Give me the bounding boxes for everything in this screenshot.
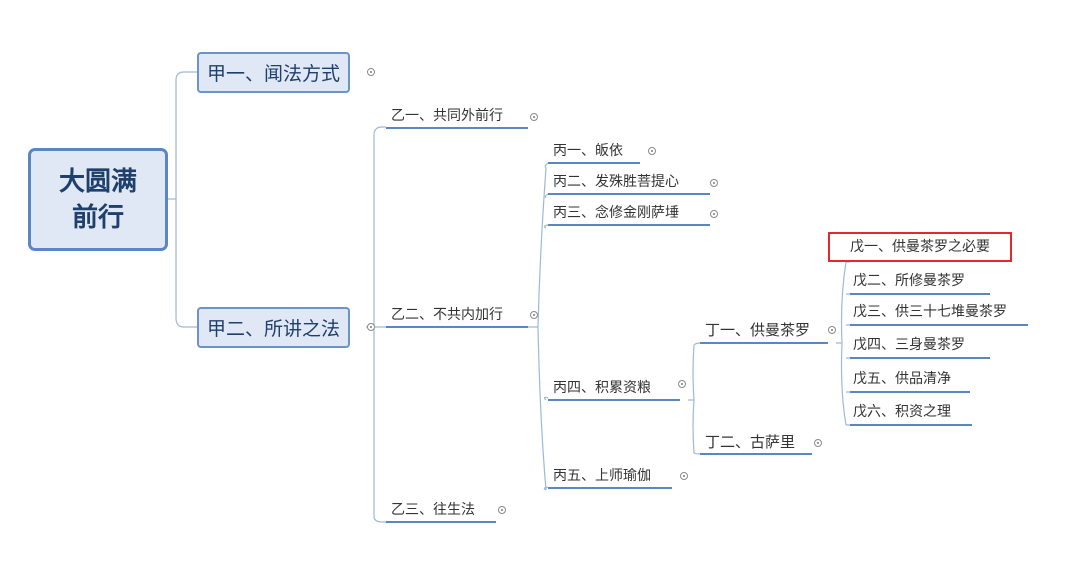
node-wu2-label: 戊二、所修曼茶罗 — [853, 273, 965, 289]
node-wu5[interactable]: 戊五、供品清净 — [850, 369, 954, 389]
node-wu1-highlighted[interactable]: 戊一、供曼茶罗之必要 — [828, 232, 1012, 262]
collapse-icon[interactable] — [530, 311, 538, 319]
node-bing1[interactable]: 丙一、皈依 — [550, 141, 626, 161]
root-title-line2: 前行 — [71, 202, 124, 233]
node-bing1-label: 丙一、皈依 — [553, 143, 623, 159]
node-wu5-label: 戊五、供品清净 — [853, 371, 951, 387]
expand-icon[interactable] — [710, 179, 718, 187]
expand-icon[interactable] — [680, 472, 688, 480]
expand-icon[interactable] — [710, 210, 718, 218]
node-jia1-label: 甲一、闻法方式 — [207, 63, 341, 85]
collapse-icon[interactable] — [678, 380, 686, 388]
node-jia2[interactable]: 甲二、所讲之法 — [197, 307, 351, 348]
node-bing3-label: 丙三、念修金刚萨埵 — [553, 205, 679, 221]
expand-icon[interactable] — [498, 506, 506, 514]
node-wu1-label: 戊一、供曼茶罗之必要 — [850, 239, 990, 255]
expand-icon[interactable] — [367, 68, 375, 76]
node-bing5[interactable]: 丙五、上师瑜伽 — [550, 466, 654, 486]
expand-icon[interactable] — [530, 113, 538, 121]
node-bing4-label: 丙四、积累资粮 — [553, 380, 651, 396]
node-ding1[interactable]: 丁一、供曼茶罗 — [702, 320, 813, 340]
node-wu3[interactable]: 戊三、供三十七堆曼茶罗 — [850, 302, 1010, 322]
connector-bing4-ding — [688, 342, 701, 455]
node-bing5-label: 丙五、上师瑜伽 — [553, 468, 651, 484]
node-ding2-label: 丁二、古萨里 — [705, 433, 796, 451]
node-bing2-label: 丙二、发殊胜菩提心 — [553, 174, 679, 190]
collapse-icon[interactable] — [367, 323, 375, 331]
node-yi2[interactable]: 乙二、不共内加行 — [388, 305, 506, 325]
node-yi3-label: 乙三、往生法 — [391, 502, 475, 518]
node-wu2[interactable]: 戊二、所修曼茶罗 — [850, 271, 968, 291]
node-wu4-label: 戊四、三身曼茶罗 — [853, 337, 965, 353]
connector-yi2-bing — [528, 167, 547, 491]
connector-ding1-wu — [836, 261, 850, 426]
expand-icon[interactable] — [648, 147, 656, 155]
node-ding1-label: 丁一、供曼茶罗 — [705, 321, 811, 339]
node-jia1[interactable]: 甲一、闻法方式 — [197, 52, 351, 93]
connector-bing-stubs — [543, 162, 549, 491]
node-bing4[interactable]: 丙四、积累资粮 — [550, 378, 654, 398]
node-wu6[interactable]: 戊六、积资之理 — [850, 402, 954, 422]
node-ding2[interactable]: 丁二、古萨里 — [702, 432, 798, 452]
node-bing3[interactable]: 丙三、念修金刚萨埵 — [550, 203, 682, 223]
node-jia2-label: 甲二、所讲之法 — [207, 318, 341, 340]
node-yi2-label: 乙二、不共内加行 — [391, 307, 503, 323]
root-node[interactable]: 大圆满 前行 — [28, 148, 168, 251]
connector-root-jia — [168, 71, 197, 328]
root-title-line1: 大圆满 — [58, 166, 137, 197]
node-bing2[interactable]: 丙二、发殊胜菩提心 — [550, 172, 682, 192]
expand-icon[interactable] — [814, 439, 822, 447]
node-wu6-label: 戊六、积资之理 — [853, 404, 951, 420]
node-yi1[interactable]: 乙一、共同外前行 — [388, 106, 506, 126]
node-yi1-label: 乙一、共同外前行 — [391, 108, 503, 124]
node-yi3[interactable]: 乙三、往生法 — [388, 500, 478, 520]
node-wu4[interactable]: 戊四、三身曼茶罗 — [850, 335, 968, 355]
node-wu3-label: 戊三、供三十七堆曼茶罗 — [853, 304, 1007, 320]
collapse-icon[interactable] — [828, 326, 836, 334]
